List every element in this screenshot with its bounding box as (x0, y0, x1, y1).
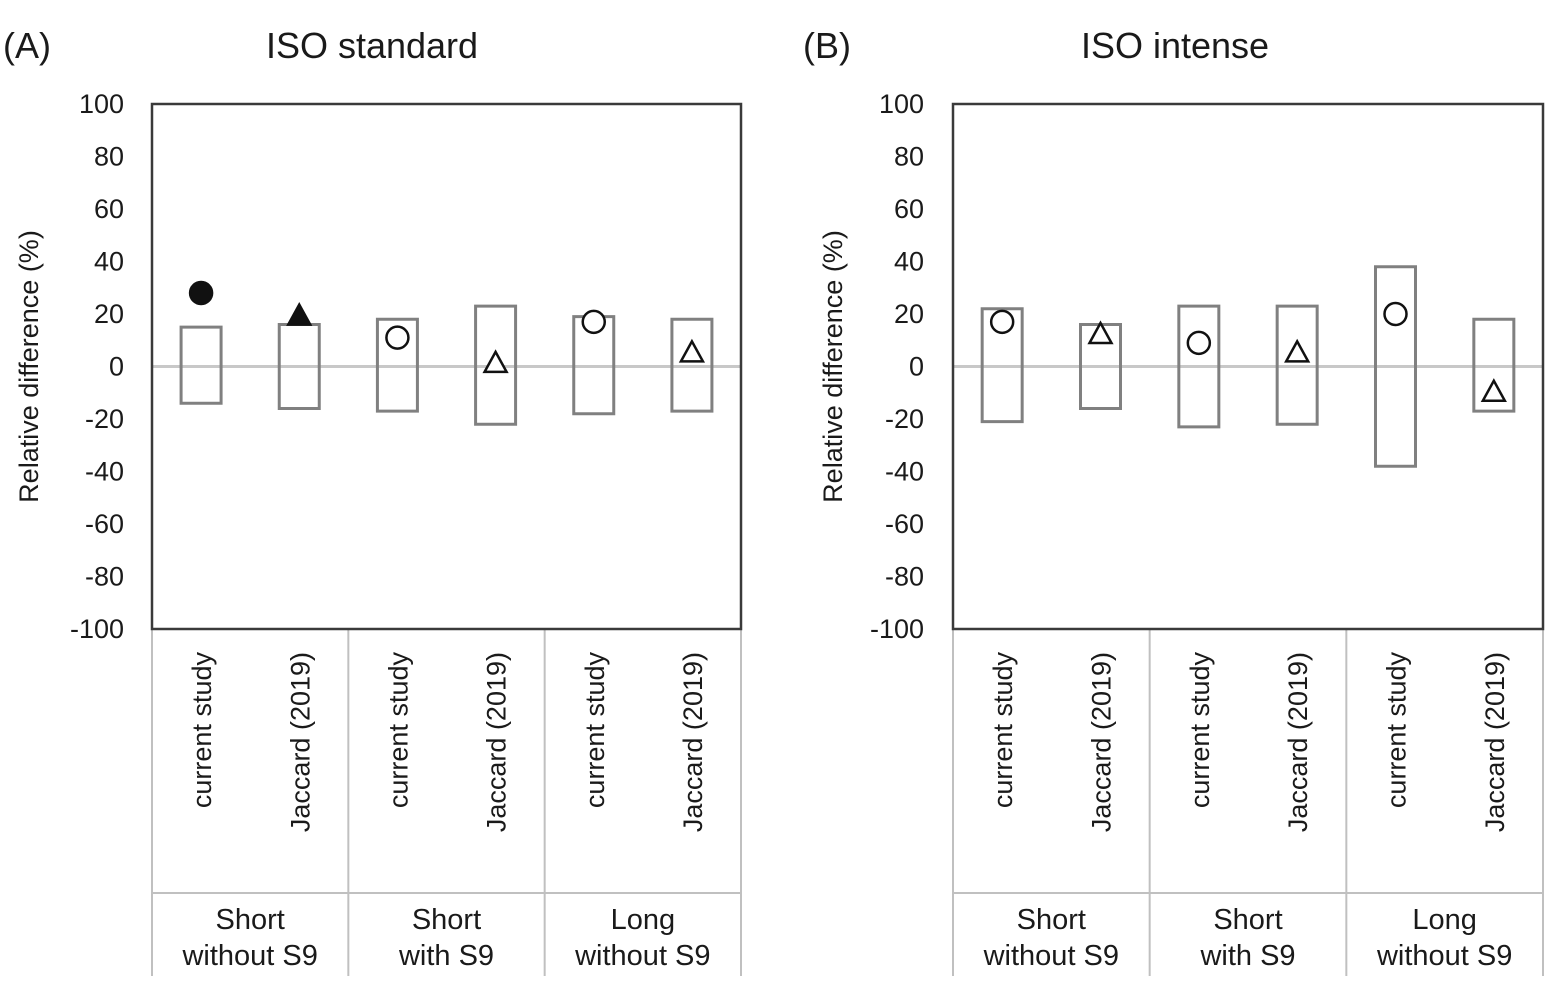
panel-0-ytick-label: 0 (109, 352, 124, 382)
panel-1-group-label: Short (1017, 904, 1086, 936)
panel-0-range-box (179, 325, 223, 405)
panel-1-category-label: current study (988, 652, 1018, 809)
panel-1-ytick-label: 80 (894, 142, 924, 172)
panel-0-circle-marker (385, 325, 410, 350)
panel-0-ytick-label: 100 (79, 89, 124, 119)
panel-0-ytick-label: -60 (85, 509, 124, 539)
panel-0-triangle-marker (286, 302, 313, 326)
panel-0-ytick-label: -20 (85, 404, 124, 434)
panel-0-circle-marker (188, 280, 214, 306)
panel-1-range-box (1177, 304, 1221, 429)
panel-0-ytick-label: -100 (70, 614, 124, 644)
panel-1-category-label: current study (1382, 652, 1412, 809)
panel-1-group-label: with S9 (1199, 940, 1295, 972)
panel-0-title: ISO standard (266, 25, 478, 66)
panel-1-category-label: Jaccard (2019) (1480, 652, 1510, 832)
panel-1-range-box (1472, 317, 1516, 413)
panel-0-ytick-label: 40 (94, 247, 124, 277)
panel-1-range-box (980, 307, 1024, 424)
panel-0-letter: (A) (3, 25, 51, 66)
panel-0-ytick-label: 20 (94, 299, 124, 329)
panel-1-range-box (1374, 265, 1417, 468)
panel-0-group-label: Long (611, 904, 676, 936)
panel-0-ytick-label: 60 (94, 194, 124, 224)
panel-0-triangle-marker (482, 349, 509, 374)
panel-1-title: ISO intense (1081, 25, 1269, 66)
panel-1-circle-marker (1383, 301, 1408, 327)
panel-0-group-label: Short (216, 904, 285, 936)
panel-1-category-label: Jaccard (2019) (1283, 652, 1313, 832)
panel-1-ytick-label: -60 (885, 509, 924, 539)
panel-1-category-label: Jaccard (2019) (1087, 652, 1117, 832)
panel-1-range-box (1275, 304, 1319, 426)
panel-0-category-label: Jaccard (2019) (482, 652, 512, 832)
panel-0-ytick-label: -40 (85, 457, 124, 487)
panel-0-group-label: without S9 (574, 940, 710, 972)
panel-1-ytick-label: -40 (885, 457, 924, 487)
panel-1-ytick-label: 60 (894, 194, 924, 224)
panel-0-y-axis-label: Relative difference (%) (14, 230, 44, 503)
panel-0-plot-frame (150, 102, 743, 631)
panel-1-group-label: Long (1412, 904, 1477, 936)
panel-1-plot-frame (951, 102, 1545, 631)
panel-0-category-label: Jaccard (2019) (678, 652, 708, 832)
panel-1-ytick-label: -80 (885, 562, 924, 592)
panel-1-group-label: without S9 (1376, 940, 1512, 972)
panel-0-ytick-label: 80 (94, 142, 124, 172)
panel-1-ytick-label: -20 (885, 404, 924, 434)
panel-1-letter: (B) (803, 25, 851, 66)
panel-1-ytick-label: 0 (909, 352, 924, 382)
panel-0-category-label: Jaccard (2019) (285, 652, 315, 832)
panel-1-triangle-marker (1087, 320, 1114, 345)
panel-0-category-label: current study (187, 652, 217, 809)
panel-1-group-label: without S9 (983, 940, 1119, 972)
panel-1-category-label: current study (1185, 652, 1215, 809)
panel-0-group-label: Short (412, 904, 481, 936)
panel-1-y-axis-label: Relative difference (%) (818, 230, 848, 503)
panel-0-range-box (375, 317, 419, 413)
panel-1-circle-marker (989, 309, 1015, 335)
panel-1-group-label: Short (1213, 904, 1282, 936)
panel-1-ytick-label: 40 (894, 247, 924, 277)
panel-1-ytick-label: 20 (894, 299, 924, 329)
panel-0-triangle-marker (678, 338, 706, 363)
panel-1-ytick-label: 100 (879, 89, 924, 119)
panel-1-triangle-marker (1480, 378, 1507, 402)
panel-0-category-label: current study (580, 652, 610, 809)
panel-0-range-box (474, 304, 518, 426)
panel-0-category-label: current study (383, 652, 413, 809)
panel-1-ytick-label: -100 (870, 614, 924, 644)
panel-1-circle-marker (1186, 330, 1212, 356)
panel-0-ytick-label: -80 (85, 562, 124, 592)
panel-0-group-label: with S9 (398, 940, 494, 972)
panel-0-range-box (670, 317, 714, 413)
panel-0-group-label: without S9 (181, 940, 317, 972)
panel-1-triangle-marker (1284, 338, 1311, 363)
panel-0-circle-marker (581, 309, 606, 335)
